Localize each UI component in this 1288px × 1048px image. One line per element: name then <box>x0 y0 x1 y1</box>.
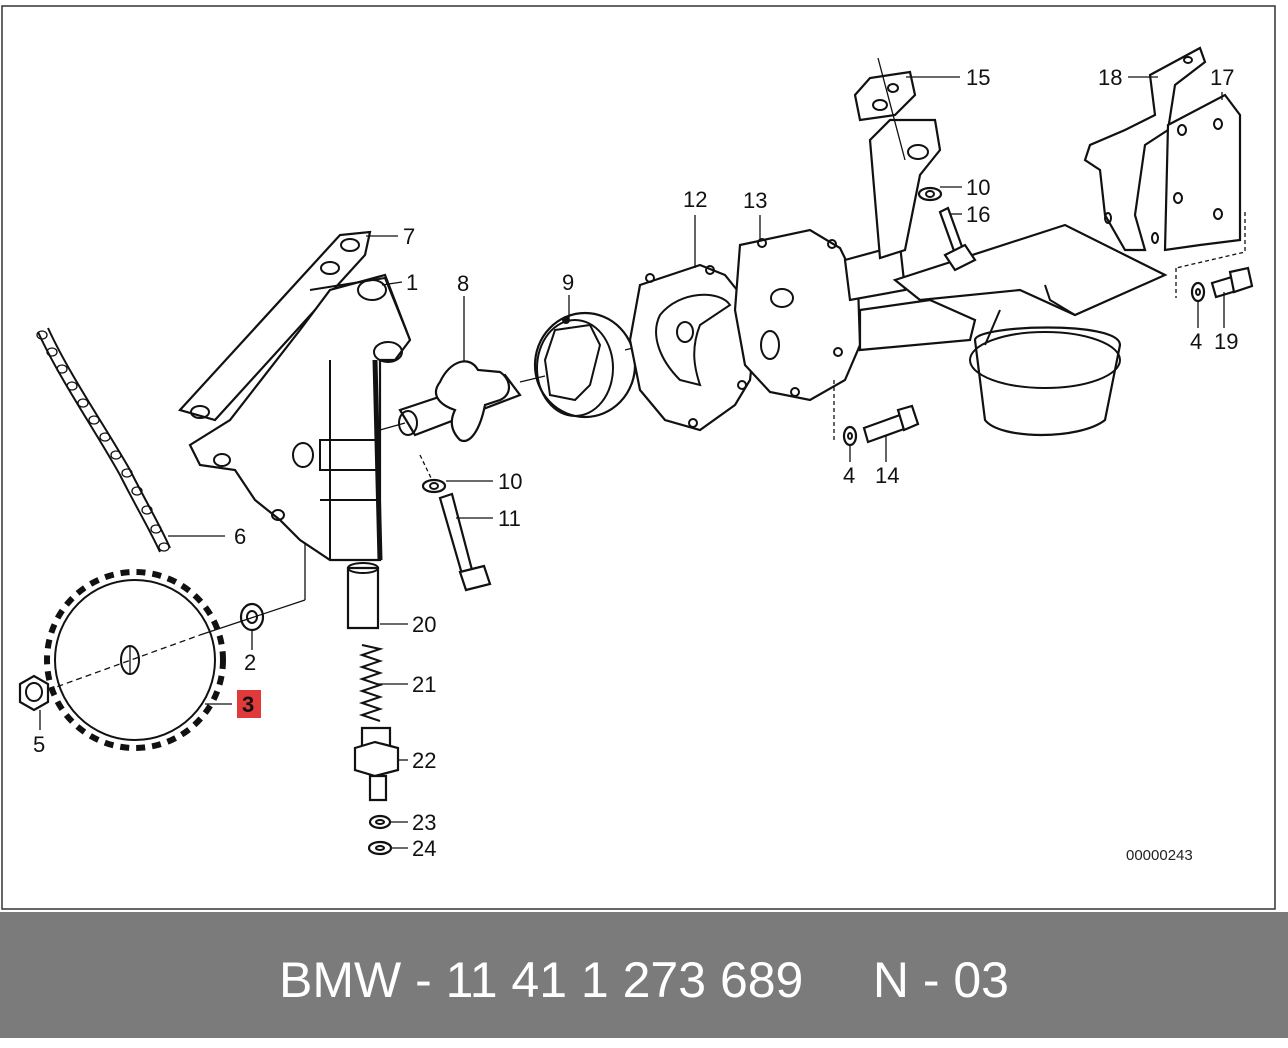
callout-9[interactable]: 9 <box>562 270 574 295</box>
callout-24[interactable]: 24 <box>412 836 436 861</box>
callout-12[interactable]: 12 <box>683 187 707 212</box>
callout-13[interactable]: 13 <box>743 188 767 213</box>
washer-10-top <box>917 186 943 202</box>
highlight-marker <box>237 690 261 718</box>
callout-19[interactable]: 19 <box>1214 329 1238 354</box>
callout-5[interactable]: 5 <box>33 732 45 757</box>
part-number-text: BMW - 11 41 1 273 689 N - 03 <box>279 952 1009 1008</box>
callout-23[interactable]: 23 <box>412 810 436 835</box>
washer-10-center <box>421 478 447 494</box>
bolt-14 <box>862 404 920 444</box>
bracket-18 <box>1083 46 1207 252</box>
callout-22[interactable]: 22 <box>412 748 436 773</box>
part-number-footer: BMW - 11 41 1 273 689 N - 03 <box>0 912 1288 1038</box>
oil-strainer <box>892 223 1168 437</box>
plate-17 <box>1163 93 1242 252</box>
callout-3[interactable]: 3 <box>242 692 254 717</box>
callout-4-right[interactable]: 4 <box>1190 329 1202 354</box>
oil-pump-housing <box>177 230 412 562</box>
relief-valve-piston <box>346 562 380 630</box>
sprocket <box>44 569 226 751</box>
callout-16[interactable]: 16 <box>966 202 990 227</box>
diagram-border <box>1 5 1276 910</box>
washer-4-lower <box>842 425 858 447</box>
bolt-16 <box>938 206 977 272</box>
plug-22 <box>353 726 400 802</box>
washer-4-right <box>1190 281 1206 303</box>
exploded-view-drawing: 1 2 3 4 4 5 6 7 8 9 10 10 11 12 13 14 15… <box>1 5 1276 910</box>
washer-23 <box>368 814 392 830</box>
callout-8[interactable]: 8 <box>457 271 469 296</box>
parts-diagram: 1 2 3 4 4 5 6 7 8 9 10 10 11 12 13 14 15… <box>1 5 1276 910</box>
washer-24 <box>367 840 393 856</box>
nut <box>18 674 50 712</box>
callout-20[interactable]: 20 <box>412 612 436 637</box>
callout-15[interactable]: 15 <box>966 65 990 90</box>
pump-cover <box>733 228 862 402</box>
pickup-tube <box>843 57 977 352</box>
leader-lines <box>39 76 1225 849</box>
callout-18[interactable]: 18 <box>1098 65 1122 90</box>
callout-7[interactable]: 7 <box>403 224 415 249</box>
callout-14[interactable]: 14 <box>875 463 899 488</box>
callout-1[interactable]: 1 <box>406 270 418 295</box>
gasket-plate <box>628 263 757 432</box>
callout-10-top[interactable]: 10 <box>966 175 990 200</box>
outer-rotor <box>533 311 637 419</box>
drawing-number: 00000243 <box>1126 847 1193 864</box>
callout-10-center[interactable]: 10 <box>498 469 522 494</box>
relief-valve-spring <box>358 644 384 722</box>
callout-11[interactable]: 11 <box>498 506 521 531</box>
bolt-11 <box>438 492 492 592</box>
drive-rotor <box>379 360 522 443</box>
callout-6[interactable]: 6 <box>234 524 246 549</box>
callout-21[interactable]: 21 <box>412 672 436 697</box>
callout-labels: 1 2 3 4 4 5 6 7 8 9 10 10 11 12 13 14 15… <box>33 65 1238 864</box>
callout-4-lower[interactable]: 4 <box>843 463 855 488</box>
callout-2[interactable]: 2 <box>244 650 256 675</box>
callout-17[interactable]: 17 <box>1210 65 1234 90</box>
bolt-19 <box>1210 266 1254 299</box>
timing-chain <box>36 327 171 553</box>
